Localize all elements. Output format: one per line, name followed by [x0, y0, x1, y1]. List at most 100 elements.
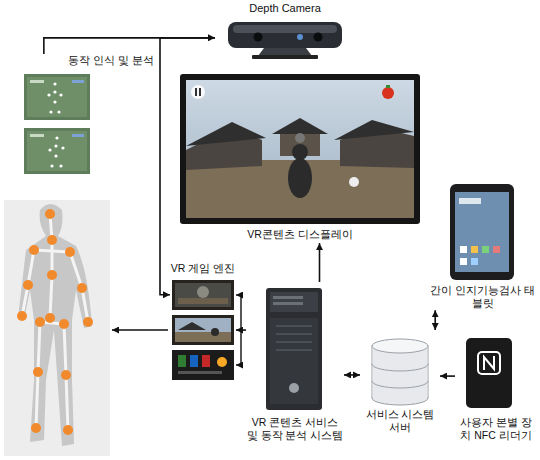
motion-screenshots-part — [30, 134, 44, 137]
motion-screenshots-part — [27, 77, 87, 117]
game-engine-screens-part — [217, 357, 227, 367]
game-engine-screens-part — [178, 371, 222, 374]
game-engine-screens-part — [178, 355, 186, 367]
skeleton-figure-part-part — [28, 250, 34, 285]
tower-computer-illustration-part — [273, 302, 303, 305]
tablet-illustration-part — [471, 246, 478, 253]
tower-computer-illustration-part — [273, 296, 303, 299]
server-illustration-part — [373, 346, 428, 398]
device-node: Depth Camera — [215, 2, 355, 62]
device-node: 동작 인식 및 분석 — [18, 54, 154, 175]
vr-display-illustration-part — [288, 158, 312, 198]
motion-screenshots-part — [59, 164, 62, 167]
bracket-arrows-part — [236, 294, 241, 295]
depth-camera-illustration-part — [233, 25, 337, 33]
nfc-reader-illustration-part — [484, 356, 494, 370]
depth-camera-illustration-part — [297, 34, 303, 40]
tablet-illustration-part — [493, 246, 500, 253]
tower-computer-illustration-part — [276, 341, 312, 343]
game-engine-screens-part — [190, 355, 198, 367]
game-engine-screens-part — [172, 280, 234, 310]
device-node: VR 콘텐츠 서비스 및 동작 분석 시스템 — [246, 282, 344, 442]
game-engine-screens-part — [202, 355, 210, 367]
nfc-reader-illustration-part — [466, 338, 512, 408]
vr-display-illustration-part — [272, 118, 328, 134]
skeleton-figure-part-part — [31, 423, 41, 433]
server-illustration-part — [372, 339, 428, 353]
flow-arrow — [160, 38, 215, 295]
device-label: 사용자 본별 장치 NFC 리더기 — [455, 416, 537, 442]
flow-arrow — [440, 375, 455, 377]
motion-screenshots-part — [55, 136, 58, 139]
depth-camera-illustration-part — [254, 33, 263, 42]
skeleton-figure-part-part — [65, 247, 75, 257]
vr-display-illustration-part — [334, 120, 414, 140]
vr-display-illustration-part — [382, 87, 394, 99]
motion-screenshots-part — [54, 144, 57, 147]
tower-computer-illustration-part — [276, 333, 312, 335]
vr-display-illustration-part — [349, 177, 359, 187]
skeleton-figure-part-part — [29, 245, 39, 255]
motion-screenshots-part — [49, 110, 52, 113]
tablet-illustration-part — [455, 192, 509, 272]
tower-computer-illustration-part — [266, 288, 322, 410]
skeleton-figure-part-part — [17, 311, 27, 321]
game-engine-screens-part — [172, 315, 234, 345]
game-engine-screens-part — [172, 350, 234, 380]
skeleton-figure-part-part — [47, 235, 57, 245]
game-engine-screens-part — [175, 318, 231, 342]
flow-arrow — [319, 243, 321, 282]
tower-computer-illustration-part — [270, 318, 318, 404]
skeleton-figure-part-part — [70, 252, 82, 288]
skeleton-figure-part-part — [59, 319, 69, 329]
device-node: VR 게임 엔진 — [170, 262, 236, 379]
skeleton-figure-part — [22, 214, 88, 430]
motion-screenshots-part — [48, 148, 51, 151]
motion-screenshots-part — [59, 93, 62, 96]
vr-display-illustration-part — [191, 85, 205, 99]
vr-display-illustration-part — [386, 85, 390, 88]
skeleton-figure-part-part — [23, 280, 33, 290]
skeleton-figure-part-part — [45, 209, 55, 219]
skeleton-figure-part-part — [82, 288, 88, 322]
motion-screenshots-part — [27, 131, 87, 171]
skeleton-figure-part-part — [38, 322, 40, 372]
vr-display-illustration-part — [295, 133, 305, 143]
motion-screenshots-part — [72, 134, 84, 137]
motion-screenshots-part — [24, 128, 90, 174]
device-label: VR 콘텐츠 서비스 및 동작 분석 시스템 — [246, 416, 344, 442]
server-illustration-part — [372, 346, 428, 398]
skeleton-figure-part — [17, 209, 93, 435]
nfc-reader-illustration — [466, 338, 512, 408]
tablet-illustration-part — [460, 258, 467, 265]
tablet-illustration-part — [459, 198, 481, 204]
server-illustration — [372, 339, 428, 405]
device-node: 간이 인지기능검사 태블릿 — [430, 180, 535, 310]
motion-screenshots-part — [57, 110, 60, 113]
device-node: VR콘텐츠 디스플레이 — [175, 70, 425, 243]
vr-display-illustration-part — [180, 74, 420, 224]
bracket-arrows-part — [236, 364, 241, 365]
device-label: 서비스 시스템 서버 — [360, 408, 440, 434]
device-node: 서비스 시스템 서버 — [360, 330, 440, 434]
skeleton-figure-part-part — [64, 324, 66, 375]
skeleton-figure-part-part — [35, 317, 45, 327]
depth-camera-illustration-part — [228, 22, 342, 48]
motion-screenshots-part — [61, 146, 64, 149]
skeleton-figure-part-part — [50, 275, 52, 318]
flow-arrow — [434, 310, 436, 330]
skeleton-figure-part — [4, 200, 110, 456]
vr-display-illustration-part — [195, 88, 197, 96]
device-label: VR콘텐츠 디스플레이 — [175, 228, 425, 241]
vr-display-illustration-part — [186, 122, 266, 146]
flow-arrow — [236, 329, 246, 331]
vr-display-illustration-part — [292, 144, 308, 160]
device-label: VR 게임 엔진 — [170, 262, 236, 275]
skeleton-figure-part-part — [83, 317, 93, 327]
tower-computer-illustration — [266, 288, 322, 410]
motion-screenshots-part — [24, 74, 90, 120]
game-engine-screens-part — [211, 328, 219, 336]
skeleton-figure — [4, 200, 110, 456]
tower-computer-illustration-part — [276, 325, 312, 327]
game-engine-screens-part — [197, 286, 209, 298]
